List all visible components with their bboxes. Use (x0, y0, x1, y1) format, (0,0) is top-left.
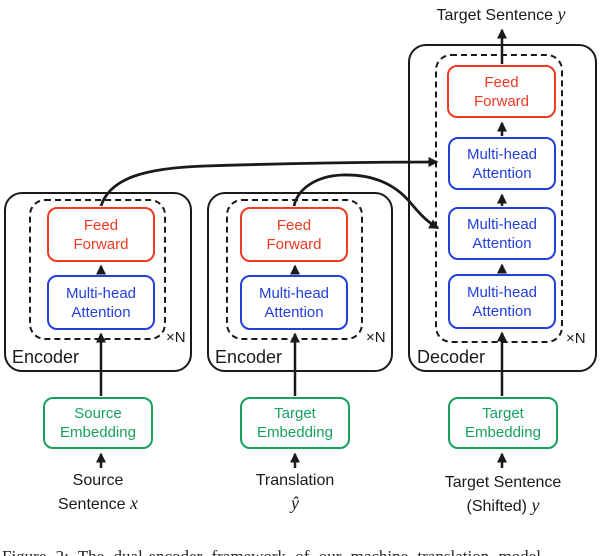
decoder-repeat-label: ×N (566, 330, 586, 347)
block-label: Attention (472, 302, 532, 320)
block-label: Multi-head (65, 284, 137, 302)
left-encoder-label: Encoder (12, 347, 80, 367)
decoder-attention-mid-block: Multi-head Attention (448, 207, 556, 260)
source-input-line2: Sentence x (38, 492, 158, 516)
middle-encoder-repeat-label: ×N (366, 329, 386, 346)
decoder-attention-bottom-block: Multi-head Attention (448, 274, 556, 329)
output-label-var: y (557, 4, 566, 24)
middle-encoder-feed-forward-block: Feed Forward (240, 207, 348, 262)
translation-input-line1: Translation (255, 472, 335, 489)
translation-input-var: ŷ (291, 493, 299, 513)
source-embedding-block: Source Embedding (43, 397, 153, 449)
block-label: Feed (484, 73, 519, 91)
block-label: Feed (276, 216, 312, 234)
block-label: Multi-head (258, 284, 330, 302)
translation-input-label: Translation ŷ (235, 470, 355, 516)
block-label: Embedding (465, 424, 541, 441)
left-encoder-attention-block: Multi-head Attention (47, 275, 155, 330)
block-label: Feed (83, 216, 119, 234)
decoder-feed-forward-block: Feed Forward (447, 65, 556, 118)
block-label: Attention (264, 303, 324, 321)
left-encoder-feed-forward-block: Feed Forward (47, 207, 155, 262)
block-label: Forward (473, 92, 529, 110)
block-label: Attention (472, 164, 532, 182)
left-encoder-repeat-label: ×N (166, 329, 186, 346)
block-label: Embedding (257, 424, 333, 441)
target-input-line2-text: (Shifted) (466, 498, 532, 515)
translation-input-line2: ŷ (235, 492, 355, 516)
source-input-var: x (130, 493, 139, 513)
block-label: Multi-head (466, 283, 538, 301)
middle-encoder-label: Encoder (215, 347, 283, 367)
block-label: Source (74, 405, 122, 422)
figure-caption: Figure 2: The dual-encoder framework of … (2, 547, 606, 556)
target-input-label: Target Sentence (Shifted) y (433, 472, 573, 518)
block-label: Embedding (60, 424, 136, 441)
block-label: Target (274, 405, 316, 422)
block-label: Multi-head (466, 145, 538, 163)
decoder-label: Decoder (417, 347, 486, 367)
block-label: Attention (472, 234, 532, 252)
output-label-text: Target Sentence (436, 7, 558, 24)
block-label: Forward (73, 235, 129, 253)
target-input-line2: (Shifted) y (433, 494, 573, 518)
middle-encoder-attention-block: Multi-head Attention (240, 275, 348, 330)
target-embedding-middle-block: Target Embedding (240, 397, 350, 449)
source-input-line2-text: Sentence (57, 496, 131, 513)
output-label: Target Sentence y (401, 3, 601, 27)
block-label: Forward (266, 235, 322, 253)
target-input-line1: Target Sentence (444, 474, 562, 491)
source-input-line1: Source (72, 472, 124, 489)
block-label: Target (482, 405, 524, 422)
target-embedding-decoder-block: Target Embedding (448, 397, 558, 449)
block-label: Attention (71, 303, 131, 321)
decoder-attention-top-block: Multi-head Attention (448, 137, 556, 190)
block-label: Multi-head (466, 215, 538, 233)
target-input-var: y (531, 495, 540, 515)
source-input-label: Source Sentence x (38, 470, 158, 516)
